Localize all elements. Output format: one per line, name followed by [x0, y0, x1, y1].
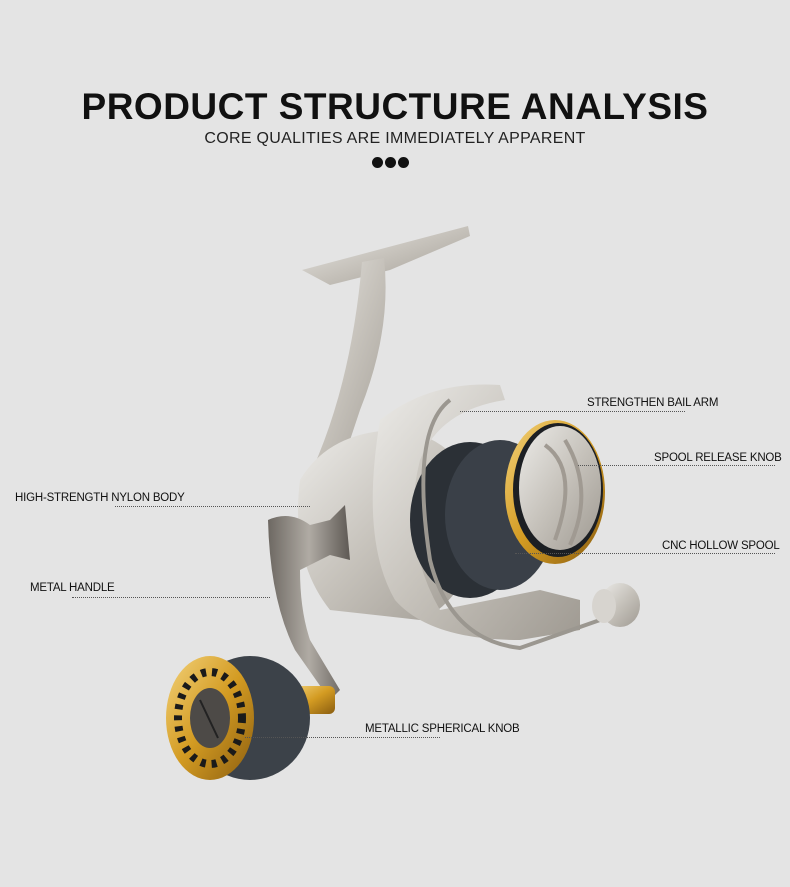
metal-handle-leader-line — [72, 597, 270, 598]
label-nylon-body: HIGH-STRENGTH NYLON BODY — [15, 492, 185, 504]
bail-arm-leader-line — [460, 411, 685, 412]
cnc-spool-leader-line — [515, 553, 775, 554]
label-bail-arm: STRENGTHEN BAIL ARM — [587, 397, 719, 409]
label-spool-release-knob: SPOOL RELEASE KNOB — [654, 452, 782, 464]
spool-release-leader-line — [578, 465, 775, 466]
spherical-knob-leader-line — [245, 737, 440, 738]
decorative-dots — [372, 157, 409, 168]
label-metal-handle: METAL HANDLE — [30, 582, 115, 594]
nylon-body-leader-line — [115, 506, 310, 507]
page-title: PRODUCT STRUCTURE ANALYSIS — [81, 86, 709, 127]
label-cnc-hollow-spool: CNC HOLLOW SPOOL — [662, 540, 780, 552]
page-subtitle: CORE QUALITIES ARE IMMEDIATELY APPARENT — [204, 130, 586, 147]
label-spherical-knob: METALLIC SPHERICAL KNOB — [365, 723, 520, 735]
